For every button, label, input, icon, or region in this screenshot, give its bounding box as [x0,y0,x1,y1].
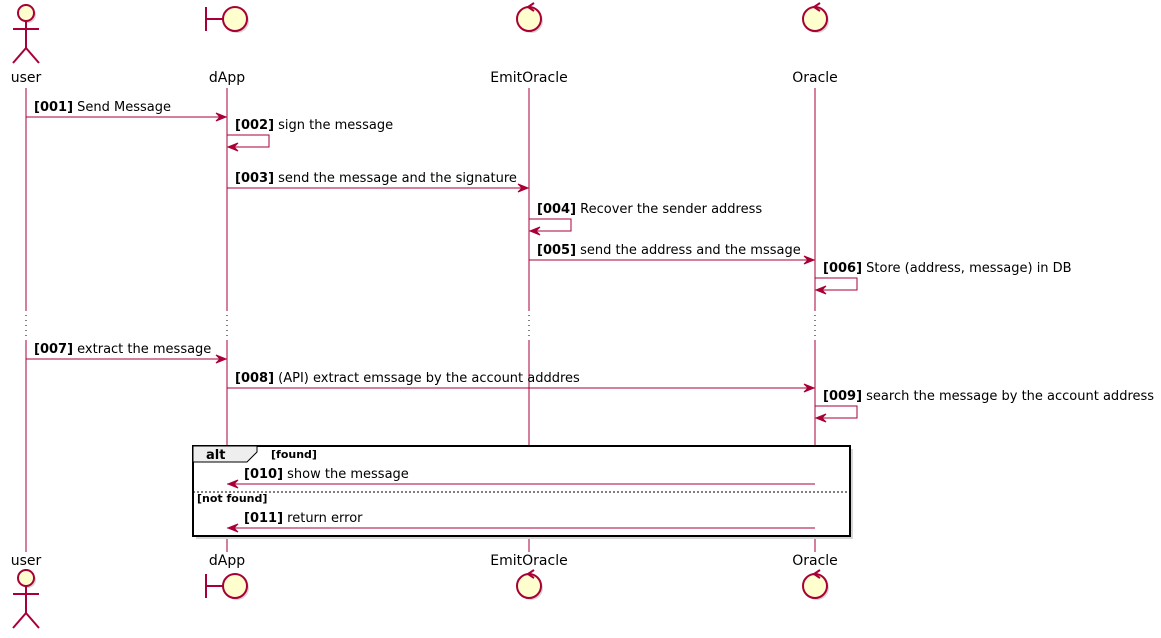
message-label: [009] search the message by the account … [823,389,1154,404]
message-3: [003] send the message and the signature [227,171,530,193]
arrowhead-icon [517,183,530,193]
participant-label-top: Oracle [792,70,838,86]
participant-label-top: user [11,70,42,86]
control-icon [516,569,543,600]
alt-guard-found: [found] [271,448,317,461]
arrowhead-icon [215,112,228,122]
message-label: [002] sign the message [235,118,393,133]
message-text: search the message by the account addres… [862,389,1154,404]
control-icon [802,569,829,600]
alt-guard-not-found: [not found] [197,492,267,505]
message-2: [002] sign the message [226,118,393,152]
message-number: [001] [34,100,73,115]
arrowhead-icon [814,413,827,423]
message-1: [001] Send Message [26,100,228,122]
boundary-icon [205,573,249,600]
message-text: show the message [283,467,409,482]
message-label: [011] return error [244,511,363,526]
message-number: [010] [244,467,283,482]
message-number: [009] [823,389,862,404]
arrowhead-icon [803,383,816,393]
message-label: [006] Store (address, message) in DB [823,261,1072,276]
actor-icon [12,569,40,629]
message-number: [004] [537,202,576,217]
message-arrow-line [529,218,572,232]
message-7: [007] extract the message [26,342,228,364]
participant-label-top: EmitOracle [490,70,567,86]
message-text: return error [283,511,363,526]
arrowhead-icon [215,354,228,364]
alt-frame-tab [192,445,258,463]
message-arrow-line [227,134,270,148]
message-text: extract the message [73,342,211,357]
message-6: [006] Store (address, message) in DB [814,261,1072,295]
message-arrow-line [815,405,858,419]
arrowhead-icon [803,255,816,265]
message-number: [008] [235,371,274,386]
alt-keyword: alt [206,448,225,463]
message-label: [008] (API) extract emssage by the accou… [235,371,580,386]
message-arrow-line [815,277,858,291]
arrowhead-icon [226,479,239,489]
message-4: [004] Recover the sender address [528,202,762,236]
message-text: send the address and the mssage [576,243,801,258]
message-text: Store (address, message) in DB [862,261,1072,276]
alt-frame [192,445,851,537]
message-label: [007] extract the message [34,342,211,357]
message-11: [011] return error [226,511,815,533]
arrowhead-icon [528,226,541,236]
message-number: [006] [823,261,862,276]
message-number: [005] [537,243,576,258]
message-number: [011] [244,511,283,526]
boundary-icon [205,6,249,33]
control-icon [516,2,543,33]
message-label: [001] Send Message [34,100,171,115]
message-number: [002] [235,118,274,133]
message-number: [003] [235,171,274,186]
message-text: send the message and the signature [274,171,517,186]
message-label: [004] Recover the sender address [537,202,762,217]
message-text: (API) extract emssage by the account add… [274,371,580,386]
alt-fragment: alt [found] [not found] [192,445,853,539]
message-10: [010] show the message [226,467,815,489]
participant-label-bottom: user [11,553,42,569]
message-text: sign the message [274,118,393,133]
participant-label-bottom: EmitOracle [490,553,567,569]
participant-label-bottom: dApp [209,553,245,569]
arrowhead-icon [814,285,827,295]
message-8: [008] (API) extract emssage by the accou… [227,371,816,393]
message-label: [003] send the message and the signature [235,171,517,186]
message-number: [007] [34,342,73,357]
message-label: [010] show the message [244,467,409,482]
control-icon [802,2,829,33]
messages: [001] Send Message [002] sign the message… [26,100,1154,533]
participant-label-bottom: Oracle [792,553,838,569]
actor-icon [12,4,40,64]
message-5: [005] send the address and the mssage [529,243,816,265]
participants: useruserdAppdAppEmitOracleEmitOracleOrac… [11,2,838,629]
message-9: [009] search the message by the account … [814,389,1154,423]
message-label: [005] send the address and the mssage [537,243,801,258]
message-text: Send Message [73,100,171,115]
arrowhead-icon [226,523,239,533]
participant-label-top: dApp [209,70,245,86]
message-text: Recover the sender address [576,202,762,217]
arrowhead-icon [226,142,239,152]
